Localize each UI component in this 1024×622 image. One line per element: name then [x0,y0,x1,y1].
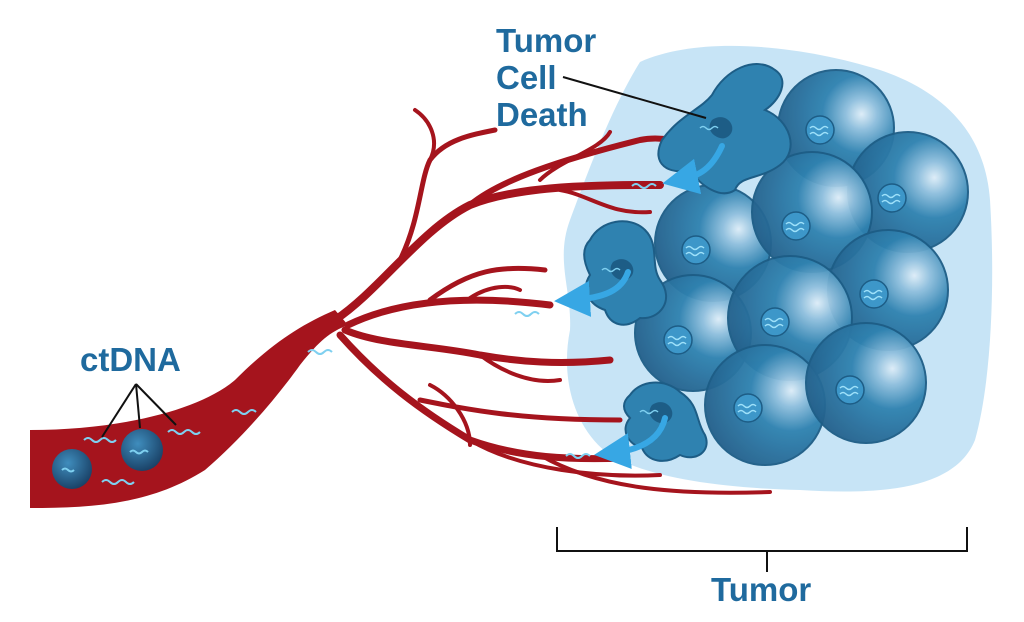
label-line: Tumor [496,22,597,59]
release-arrows [554,143,725,469]
tumor-cell [704,344,826,466]
vessel-branch [413,108,436,162]
ctdna-fragment [631,183,657,189]
blood-vessel-network [30,108,772,508]
ctdna-fragment [307,349,333,355]
ctdna-fragment [83,437,117,443]
ctdna-leader-line [135,383,141,429]
ctdna-fragment [231,409,257,415]
release-arrow [554,269,631,317]
release-arrow [662,143,725,195]
ctdna-fragment [514,311,540,317]
vessel-contents [52,183,657,489]
tumor-bracket [556,527,968,572]
tumor-label: Tumor [711,571,812,608]
vessel-branch [538,453,772,495]
vessel-branch [428,383,472,447]
tumor-cell-nuclei [663,115,907,423]
ctdna-fragment [61,467,75,473]
ctdna-fragment [129,449,149,455]
ctdna-label: ctDNA [80,341,181,378]
vessel-branch [558,188,652,215]
ctdna-fragment [101,479,135,485]
vessel-trunk [30,310,348,508]
vessel-branch [417,397,623,423]
vessel-branch [468,438,662,478]
tumor-cell-death-label: Tumor Cell Death [496,22,596,133]
ctdna-fragment [565,453,591,459]
circulating-tumor-cell [52,449,92,489]
vessel-branch [344,296,554,329]
release-arrow [594,415,668,469]
vessel-branch [467,135,675,208]
ctdna-leader-line [135,383,177,426]
label-line: Cell [496,59,557,96]
tumor-cell [805,322,927,444]
vessel-branch [478,353,562,383]
death-leader-line [562,76,707,119]
vessel-branch [538,130,612,182]
ctdna-fragment [167,429,201,435]
ctdna-leader-line [101,383,137,438]
callout-lines [101,76,968,572]
circulating-tumor-cell [121,429,163,471]
vessel-branch [427,265,548,303]
vessel-branch [468,284,522,300]
label-line: Death [496,96,588,133]
